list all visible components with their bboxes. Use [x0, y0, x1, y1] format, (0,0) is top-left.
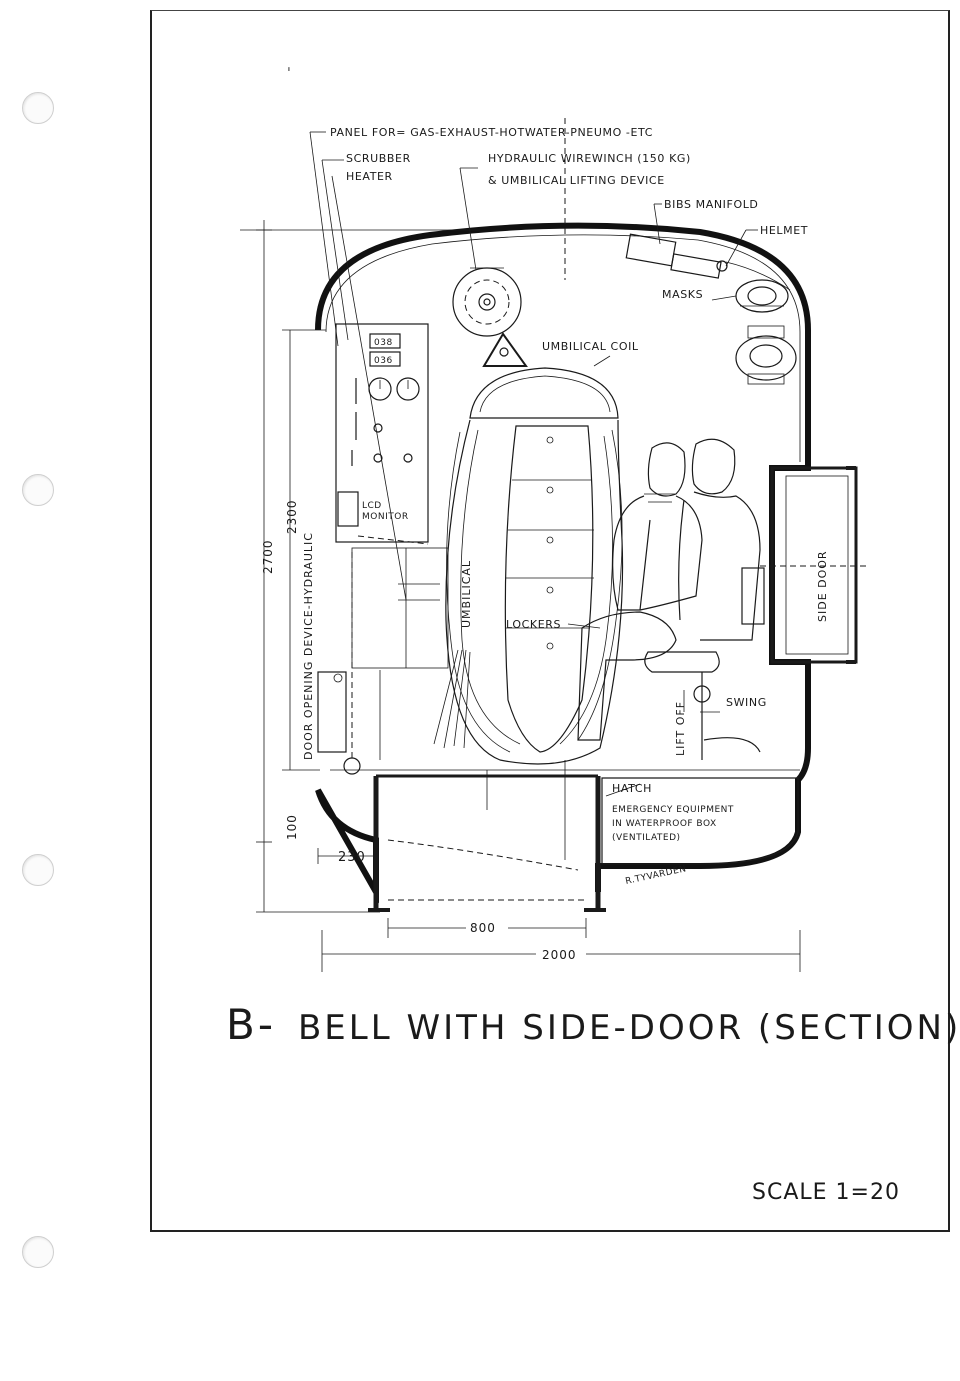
label-umbilical-lifting: & UMBILICAL LIFTING DEVICE — [488, 174, 665, 187]
dim-total-width: 2000 — [542, 948, 577, 962]
dim-hatch-width: 800 — [470, 921, 496, 935]
label-umbilical-coil: UMBILICAL COIL — [542, 340, 639, 353]
label-helmet: HELMET — [760, 224, 808, 237]
label-masks: MASKS — [662, 288, 703, 301]
drawing-frame — [150, 10, 950, 1232]
label-heater: HEATER — [346, 170, 393, 183]
label-hydraulic-winch: HYDRAULIC WIREWINCH (150 KG) — [488, 152, 691, 165]
side-door-frame — [770, 466, 858, 664]
dim-wall-offset: 230 — [338, 850, 366, 865]
seat — [644, 651, 720, 673]
bell-inner-wall — [325, 234, 801, 462]
label-scrubber: SCRUBBER — [346, 152, 411, 165]
helmet-icon — [735, 279, 789, 313]
label-lockers: LOCKERS — [506, 618, 561, 631]
dim-bottom-height: 100 — [285, 814, 299, 840]
label-side-door: SIDE DOOR — [816, 550, 829, 622]
label-umbilical: UMBILICAL — [460, 560, 473, 628]
title-prefix: B- — [226, 1000, 276, 1049]
gauge-right — [396, 377, 420, 401]
label-emergency-3: (VENTILATED) — [612, 833, 681, 843]
scale-note: SCALE 1=20 — [752, 1180, 900, 1205]
diver-front — [577, 442, 703, 741]
punch-hole-middle — [22, 474, 54, 506]
hydraulic-winch — [452, 267, 522, 337]
lcd-label-2: MONITOR — [362, 512, 409, 522]
label-hatch: HATCH — [612, 782, 652, 795]
label-swing: SWING — [726, 696, 767, 709]
title-text: BELL WITH SIDE-DOOR (SECTION) — [297, 1008, 960, 1048]
label-door-opening-device: DOOR OPENING DEVICE-HYDRAULIC — [302, 532, 315, 760]
lifting-triangle — [482, 332, 528, 367]
lcd-monitor — [337, 491, 359, 527]
bell-outer-wall — [315, 222, 811, 904]
swing-pivot — [693, 685, 711, 703]
control-panel — [335, 323, 429, 543]
label-emergency-2: IN WATERPROOF BOX — [612, 819, 717, 829]
emergency-box — [601, 777, 799, 865]
punch-hole-lower — [22, 854, 54, 886]
bibs-manifold — [625, 233, 677, 267]
label-panel: PANEL FOR= GAS-EXHAUST-HOTWATER-PNEUMO -… — [330, 126, 653, 139]
mask-icon — [735, 325, 797, 385]
dim-height-inner: 2300 — [285, 499, 299, 534]
bottom-hatch-trunk — [373, 776, 601, 910]
lockers — [504, 425, 594, 753]
panel-reading-1: 038 — [374, 338, 393, 348]
punch-hole-top — [22, 92, 54, 124]
punch-hole-bottom — [22, 1236, 54, 1268]
lcd-label-1: LCD — [362, 501, 382, 511]
label-emergency-1: EMERGENCY EQUIPMENT — [612, 805, 734, 815]
pen-mark: ˈ — [287, 66, 291, 82]
label-bibs-manifold: BIBS MANIFOLD — [664, 198, 759, 211]
hinge-circle — [343, 757, 361, 775]
diver-back — [678, 438, 761, 641]
label-lift-off: LIFT OFF — [674, 701, 687, 756]
dim-height-total: 2700 — [261, 539, 275, 574]
umbilical-coil-top — [469, 367, 619, 419]
door-opening-cylinder — [317, 671, 347, 753]
panel-reading-2: 036 — [374, 356, 393, 366]
drawing-title: B- BELL WITH SIDE-DOOR (SECTION) — [226, 1000, 960, 1049]
